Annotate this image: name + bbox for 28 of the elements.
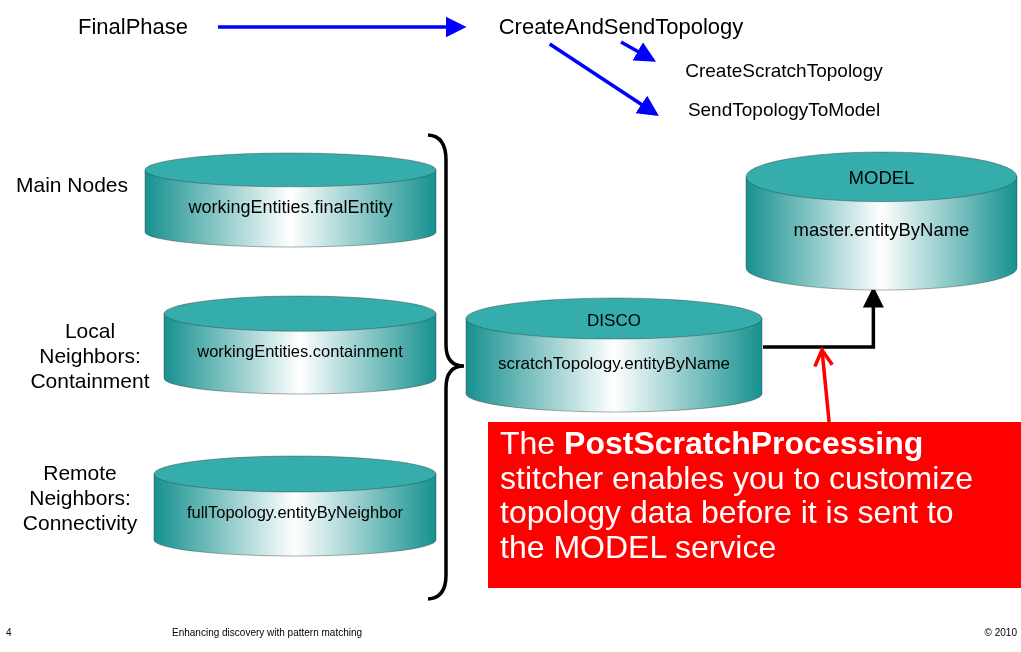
copyright-notice: © 2010 [984, 626, 1017, 640]
pointer-arrow [813, 348, 834, 423]
arrow [620, 40, 657, 62]
function-name: CreateAndSendTopology [498, 16, 744, 38]
page-number: 4 [6, 626, 12, 640]
callout-box [488, 422, 1021, 588]
function-name: CreateScratchTopology [685, 60, 883, 80]
function-name: SendTopologyToModel [687, 99, 881, 119]
store-title: DISCO [586, 311, 642, 329]
database-cylinder [466, 298, 762, 412]
database-cylinder [154, 456, 436, 556]
category-label: Main Nodes [14, 172, 130, 198]
database-cylinder [746, 152, 1017, 290]
database-cylinder [145, 153, 436, 247]
callout-text: The PostScratchProcessing stitcher enables you to customize topology data before it is sent to the MODEL service [499, 424, 975, 565]
store-label: master.entityByName [792, 221, 971, 240]
category-label: Local Neighbors: Containment [29, 318, 151, 394]
store-label: scratchTopology.entityByName [496, 355, 732, 372]
arrow [218, 16, 467, 38]
store-title: MODEL [847, 168, 916, 188]
category-label: Remote Neighbors: Connectivity [21, 460, 139, 536]
arrow [548, 42, 659, 116]
database-cylinder [164, 296, 436, 394]
footer-title: Enhancing discovery with pattern matching [172, 626, 363, 640]
store-label: workingEntities.containment [196, 343, 404, 360]
store-label: workingEntities.finalEntity [187, 198, 394, 217]
function-name: FinalPhase [77, 16, 189, 38]
store-label: fullTopology.entityByNeighbor [185, 504, 405, 521]
